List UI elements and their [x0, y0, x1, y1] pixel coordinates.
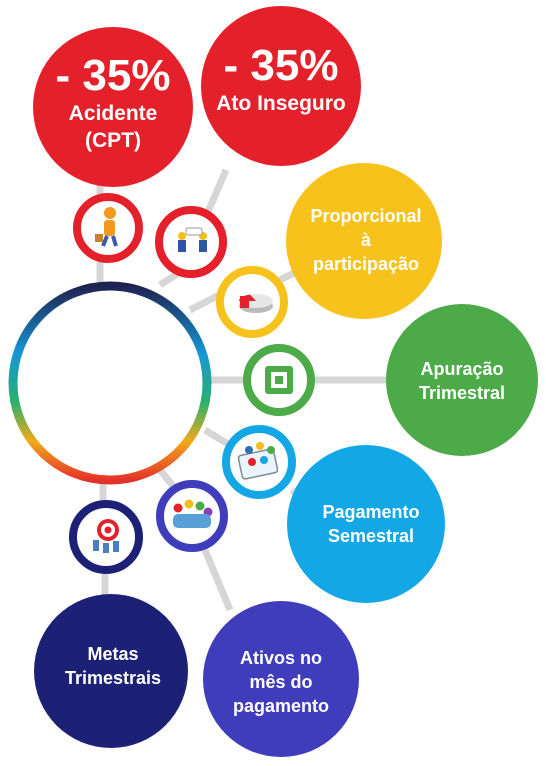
node-ato-inseguro-circle — [201, 6, 361, 166]
node-apuracao-line2: Trimestral — [419, 383, 505, 403]
node-acidente-circle — [33, 27, 193, 187]
node-metas-line1: Metas — [87, 644, 138, 664]
node-pagamento-line2: Semestral — [328, 526, 414, 546]
node-metas-line2: Trimestrais — [65, 668, 161, 688]
icon-node-chip — [243, 344, 315, 416]
node-proporcional: Proporcional à participação — [286, 163, 442, 319]
node-ativos-line2: mês do — [249, 672, 312, 692]
icon-node-unsafe-act — [155, 206, 227, 278]
icon-node-tablet — [222, 425, 296, 499]
icon-node-worker — [73, 193, 143, 263]
target-icon — [93, 519, 119, 553]
team-icon — [173, 499, 213, 528]
node-ato-inseguro-value: - 35% — [224, 41, 339, 90]
node-proporcional-circle — [286, 163, 442, 319]
node-apuracao-circle — [386, 304, 538, 456]
worker-icon — [95, 207, 118, 247]
node-proporcional-line2: à — [361, 230, 372, 250]
node-pagamento-line1: Pagamento — [322, 502, 419, 522]
chip-icon — [265, 366, 293, 394]
node-apuracao: Apuração Trimestral — [386, 304, 538, 456]
node-ativos: Ativos no mês do pagamento — [203, 601, 359, 757]
node-ativos-line1: Ativos no — [240, 648, 322, 668]
node-ato-inseguro-label: Ato Inseguro — [216, 92, 346, 115]
icon-node-target — [69, 500, 143, 574]
node-acidente-value: - 35% — [56, 51, 171, 100]
node-apuracao-line1: Apuração — [420, 359, 503, 379]
node-proporcional-line3: participação — [313, 254, 419, 274]
node-acidente: - 35% Acidente (CPT) — [33, 27, 193, 187]
node-ativos-line3: pagamento — [233, 696, 329, 716]
pie-chart-icon — [239, 294, 273, 313]
node-ativos-circle — [203, 601, 359, 757]
node-pagamento-circle — [287, 445, 445, 603]
node-metas: Metas Trimestrais — [34, 594, 188, 748]
node-ato-inseguro: - 35% Ato Inseguro — [201, 6, 361, 166]
node-pagamento: Pagamento Semestral — [287, 445, 445, 603]
node-proporcional-line1: Proporcional — [310, 206, 421, 226]
icon-node-pie — [216, 266, 288, 338]
unsafe-act-icon — [178, 227, 207, 252]
node-metas-circle — [34, 594, 188, 748]
tablet-apps-icon — [237, 442, 279, 480]
central-ring — [8, 281, 212, 485]
node-acidente-line2: (CPT) — [85, 129, 141, 152]
node-acidente-line1: Acidente — [69, 102, 158, 125]
icon-node-team — [156, 480, 228, 552]
